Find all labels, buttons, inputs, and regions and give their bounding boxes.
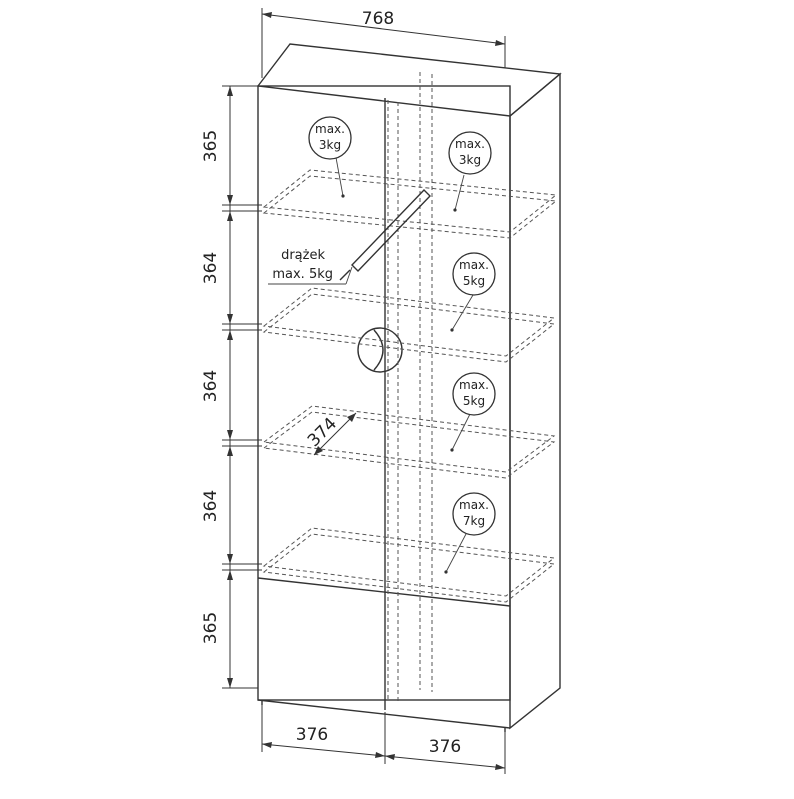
door-width-line-left bbox=[261, 743, 386, 757]
load-badge-4: max. 5kg bbox=[452, 372, 496, 416]
height-label-4: 364 bbox=[201, 490, 221, 522]
lower-door-line bbox=[257, 577, 511, 607]
load-badge-3: max. 5kg bbox=[452, 252, 496, 296]
dimension-door-widths: 376 376 bbox=[261, 704, 506, 774]
load-badge-line1: max. bbox=[459, 258, 489, 272]
load-badge-circle bbox=[452, 252, 496, 296]
cabinet-top bbox=[256, 43, 562, 117]
depth-label: 374 bbox=[304, 414, 341, 451]
depth-dimension-line bbox=[313, 412, 357, 456]
load-badge-5: max. 7kg bbox=[452, 492, 496, 536]
left-door-width-label: 376 bbox=[296, 725, 328, 745]
height-label-3: 364 bbox=[201, 370, 221, 402]
load-badge-circle bbox=[308, 116, 352, 160]
rail-note: drążek max. 5kg bbox=[272, 248, 333, 282]
load-badge-line2: 7kg bbox=[463, 514, 485, 528]
door-handle bbox=[357, 327, 403, 373]
rail-note-line2: max. 5kg bbox=[272, 267, 333, 282]
load-badge-line1: max. bbox=[459, 498, 489, 512]
load-badge-line2: 3kg bbox=[319, 138, 341, 152]
load-badge-circle bbox=[452, 492, 496, 536]
height-label-5: 365 bbox=[201, 612, 221, 644]
load-badge-line2: 5kg bbox=[463, 394, 485, 408]
dimension-heights: 365 364 364 364 365 bbox=[201, 85, 262, 689]
load-badge-line1: max. bbox=[459, 378, 489, 392]
dimension-total-width-label: 768 bbox=[362, 9, 394, 29]
dimension-line bbox=[261, 13, 506, 45]
load-badge-line2: 5kg bbox=[463, 274, 485, 288]
height-label-1: 365 bbox=[201, 130, 221, 162]
door-width-line-right bbox=[384, 755, 506, 769]
leader-lines bbox=[268, 151, 474, 574]
load-badge-2: max. 3kg bbox=[448, 131, 492, 175]
load-badge-line1: max. bbox=[455, 137, 485, 151]
door-handle-cut bbox=[373, 329, 384, 371]
load-badge-line1: max. bbox=[315, 122, 345, 136]
cabinet-body bbox=[256, 43, 562, 732]
load-badge-line2: 3kg bbox=[459, 153, 481, 167]
hanging-rail bbox=[339, 188, 431, 281]
height-label-2: 364 bbox=[201, 252, 221, 284]
load-badge-circle bbox=[448, 131, 492, 175]
cabinet-bottom-edge bbox=[257, 699, 511, 729]
shelves bbox=[262, 169, 558, 603]
dimension-total-width: 768 bbox=[261, 8, 506, 78]
rail-note-line1: drążek bbox=[281, 248, 325, 263]
cabinet-side bbox=[509, 72, 561, 730]
back-posts bbox=[387, 72, 433, 702]
load-badge-circle bbox=[452, 372, 496, 416]
dimension-depth: 374 bbox=[304, 412, 357, 456]
load-badge-1: max. 3kg bbox=[308, 116, 352, 160]
shelf-3 bbox=[262, 405, 556, 479]
right-door-width-label: 376 bbox=[429, 737, 461, 757]
